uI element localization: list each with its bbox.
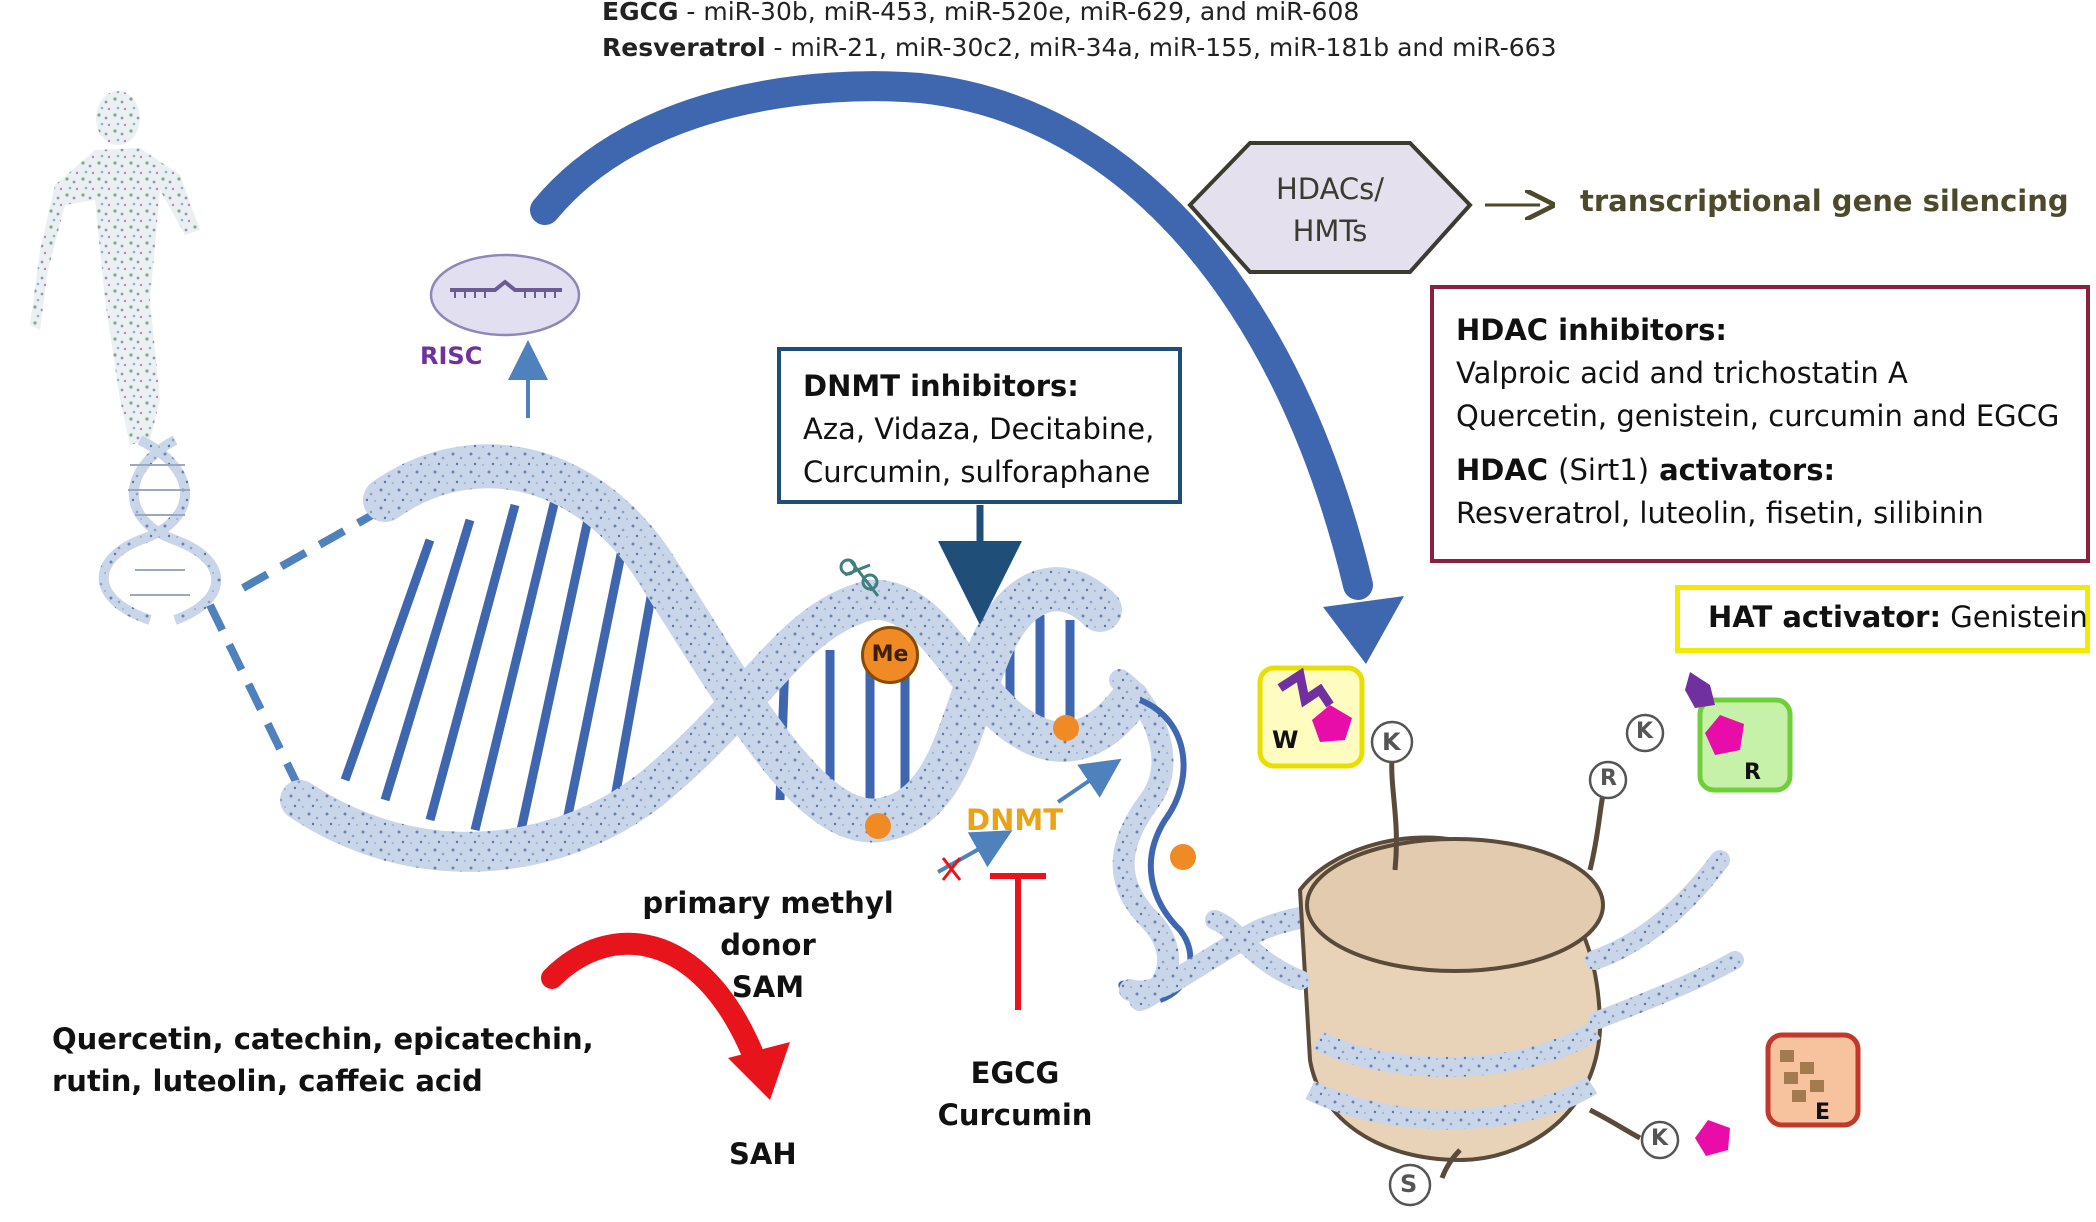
hat-activator-title: HAT activator: <box>1708 600 1942 634</box>
sam-line: SAM <box>731 970 805 1004</box>
sah-label: SAH <box>729 1137 797 1171</box>
dnmt-inhibitors-box: DNMT inhibitors: Aza, Vidaza, Decitabine… <box>777 347 1182 504</box>
polyphenols-label: Quercetin, catechin, epicatechin, rutin,… <box>52 1018 594 1102</box>
polyphenols-line-2: rutin, luteolin, caffeic acid <box>52 1064 483 1098</box>
histone-mark-e-box <box>1765 1032 1861 1128</box>
hmts-line: HMTs <box>1292 214 1368 248</box>
hdac-activators-title: HDAC (Sirt1) activators: <box>1456 449 2086 492</box>
histone-mark-r-box <box>1685 672 1793 793</box>
egcg-line: EGCG <box>970 1056 1060 1090</box>
red-curved-arrow <box>541 932 763 1063</box>
residue-k-letter-1: K <box>1382 728 1401 756</box>
egcg-curcumin-label: EGCG Curcumin <box>925 1052 1105 1136</box>
residue-k-letter-3: K <box>1651 1126 1669 1151</box>
hdac-activators-suffix: activators: <box>1649 453 1836 487</box>
residue-r-circle <box>1588 760 1628 800</box>
zoom-dashed-lines <box>206 501 392 792</box>
risc-complex-icon <box>429 253 581 337</box>
histone-w-letter: W <box>1272 726 1299 754</box>
mirna-resveratrol-line: Resveratrol - miR-21, miR-30c2, miR-34a,… <box>602 33 1556 62</box>
methyl-group-ball: Me <box>861 626 919 684</box>
nucleosome-icon <box>1205 756 1744 1179</box>
red-curved-arrow-head <box>728 1042 790 1100</box>
residue-k-circle-2 <box>1625 713 1665 753</box>
residue-r-letter: R <box>1600 766 1617 791</box>
dnmt-to-dna-arrow <box>1056 758 1122 804</box>
curcumin-line: Curcumin <box>937 1098 1093 1132</box>
methyl-donor-line: primary methyl donor <box>642 886 894 962</box>
transcriptional-silencing-label: transcriptional gene silencing <box>1580 184 2069 218</box>
hdac-inhibitors-line-2: Quercetin, genistein, curcumin and EGCG <box>1456 399 2060 433</box>
dnmt-label: DNMT <box>966 803 1063 837</box>
hdac-modulators-box: HDAC inhibitors: Valproic acid and trich… <box>1430 285 2090 563</box>
mirna-resveratrol-label: Resveratrol <box>602 33 766 62</box>
histone-r-letter: R <box>1744 760 1761 785</box>
human-figure-icon <box>30 91 200 445</box>
acetyl-mark-icon <box>1695 1120 1730 1156</box>
dnmt-inhibitors-title: DNMT inhibitors: <box>803 369 1079 403</box>
dna-double-helix-icon <box>280 444 1196 1011</box>
mirna-egcg-list: - miR-30b, miR-453, miR-520e, miR-629, a… <box>678 0 1360 26</box>
histone-e-letter: E <box>1815 1100 1831 1125</box>
hdac-inhibitors-title: HDAC inhibitors: <box>1456 313 1727 347</box>
mirna-egcg-label: EGCG <box>602 0 679 26</box>
mirna-resveratrol-list: - miR-21, miR-30c2, miR-34a, miR-155, mi… <box>765 33 1557 62</box>
inhibition-bar <box>990 873 1046 1010</box>
blocked-cross-icon <box>941 857 962 881</box>
mirna-egcg-line: EGCG - miR-30b, miR-453, miR-520e, miR-6… <box>602 0 1359 26</box>
hdac-activators-prefix: HDAC <box>1456 453 1559 487</box>
sam-to-dnmt-arrow <box>937 830 1013 874</box>
small-dna-helix-icon <box>98 435 222 625</box>
dnmt-inhibitors-line-1: Aza, Vidaza, Decitabine, <box>803 412 1155 446</box>
big-curved-arrow-head <box>1323 596 1404 664</box>
hdac-activators-line: Resveratrol, luteolin, fisetin, silibini… <box>1456 496 1984 530</box>
hdacs-line: HDACs/ <box>1275 172 1385 206</box>
histone-mark-w <box>1257 665 1365 769</box>
hdac-inhibitors-line-1: Valproic acid and trichostatin A <box>1456 356 1908 390</box>
hat-activator-value: Genistein <box>1941 600 2088 634</box>
polyphenols-line-1: Quercetin, catechin, epicatechin, <box>52 1022 594 1056</box>
risc-label: RISC <box>420 342 483 370</box>
residue-s-letter: S <box>1400 1170 1418 1198</box>
residue-k-letter-2: K <box>1636 719 1654 744</box>
big-curved-arrow <box>530 71 1373 600</box>
residue-s-circle <box>1388 1163 1432 1207</box>
hdacs-hmts-hexagon <box>1187 141 1473 274</box>
methyl-donor-label: primary methyl donor SAM <box>598 882 938 1008</box>
scissors-icon <box>839 558 880 597</box>
residue-k-circle-1 <box>1370 720 1414 764</box>
hdacs-hmts-label: HDACs/ HMTs <box>1250 168 1410 252</box>
hdac-activators-paren: (Sirt1) <box>1558 453 1650 487</box>
dnmt-inhibitors-line-2: Curcumin, sulforaphane <box>803 455 1151 489</box>
hat-activator-box: HAT activator: Genistein <box>1675 585 2090 653</box>
residue-k-circle-3 <box>1640 1120 1680 1160</box>
